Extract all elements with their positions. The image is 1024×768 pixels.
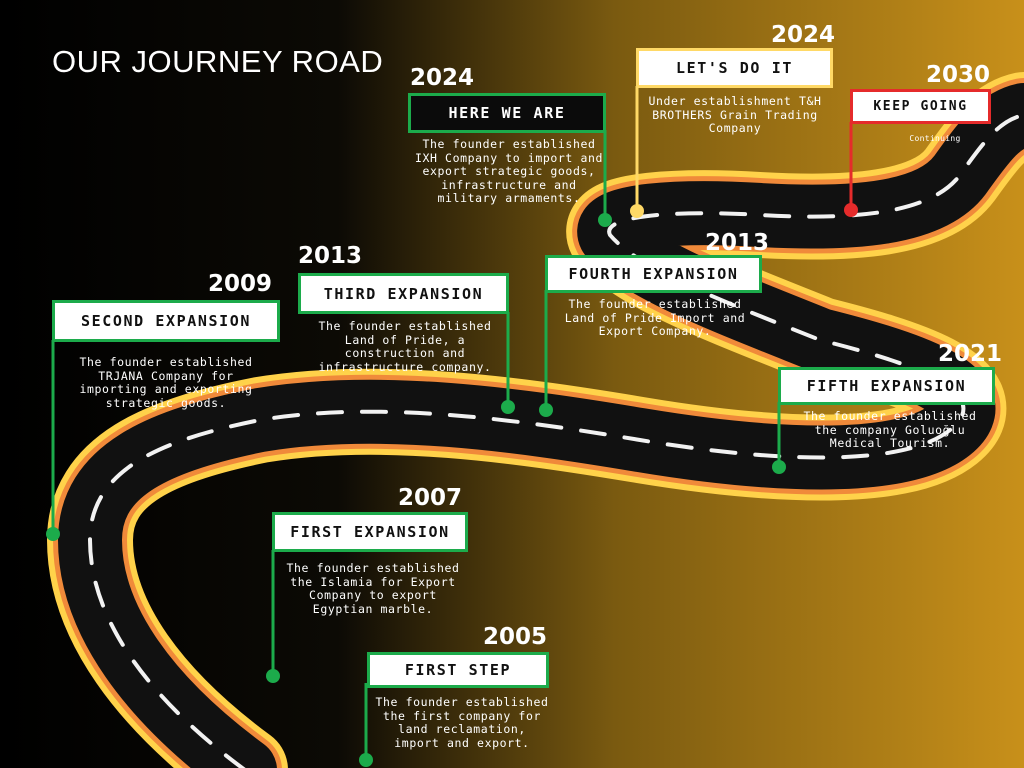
milestone-desc-fifth-expansion: The founder established the company Golu… (803, 409, 977, 450)
milestone-desc-first-step: The founder established the first compan… (375, 695, 549, 750)
milestone-year-2024-here: 2024 (410, 65, 475, 91)
milestone-label-fifth-expansion: FIFTH EXPANSION (778, 367, 995, 405)
milestone-year-2009: 2009 (208, 271, 273, 297)
milestone-year-2005: 2005 (483, 624, 548, 650)
milestone-label-lets-do-it: LET'S DO IT (636, 48, 833, 88)
milestone-year-2030: 2030 (926, 62, 991, 88)
milestone-desc-keep-going: Continuing (909, 134, 961, 143)
milestone-desc-first-expansion: The founder established the Islamia for … (286, 561, 460, 616)
milestone-year-2013-fourth: 2013 (705, 230, 770, 256)
milestone-label-here-we-are: HERE WE ARE (408, 93, 606, 133)
milestone-year-2007: 2007 (398, 485, 463, 511)
milestone-desc-second-expansion: The founder established TRJANA Company f… (79, 355, 253, 410)
page-title: OUR JOURNEY ROAD (52, 44, 384, 79)
milestone-label-second-expansion: SECOND EXPANSION (52, 300, 280, 342)
milestone-desc-lets-do-it: Under establishment T&H BROTHERS Grain T… (648, 94, 822, 135)
milestone-label-third-expansion: THIRD EXPANSION (298, 273, 509, 314)
milestone-desc-fourth-expansion: The founder established Land of Pride Im… (564, 297, 746, 338)
milestone-year-2021: 2021 (938, 341, 1003, 367)
milestone-year-2024-lets: 2024 (771, 22, 836, 48)
road-center-dashes (88, 113, 1024, 768)
milestone-label-fourth-expansion: FOURTH EXPANSION (545, 255, 762, 293)
milestone-label-first-expansion: FIRST EXPANSION (272, 512, 468, 552)
milestone-connectors (46, 86, 858, 767)
milestone-label-first-step: FIRST STEP (367, 652, 549, 688)
milestone-label-keep-going: KEEP GOING (850, 89, 991, 124)
milestone-desc-third-expansion: The founder established Land of Pride, a… (318, 319, 492, 374)
milestone-year-2013-third: 2013 (298, 243, 363, 269)
milestone-desc-here-we-are: The founder established IXH Company to i… (414, 137, 604, 205)
